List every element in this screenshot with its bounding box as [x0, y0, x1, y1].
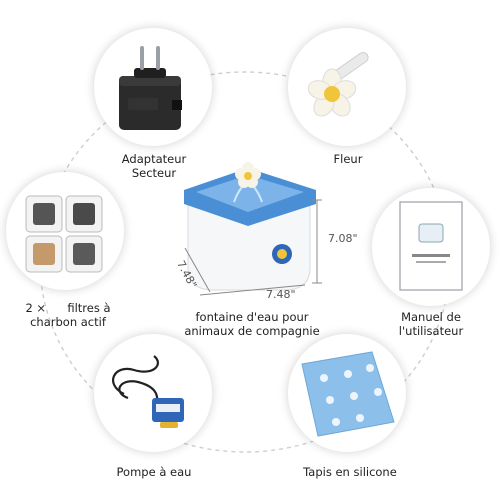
adapter-label-line1: Adaptateur	[121, 152, 187, 166]
mat-circle	[288, 334, 406, 452]
carbon-filter-icon	[25, 195, 103, 273]
pump-label-text: Pompe à eau	[116, 465, 192, 479]
water-pump-icon	[112, 355, 184, 428]
pet-fountain-icon	[184, 162, 316, 291]
filters-label-line2: charbon actif	[30, 315, 106, 329]
fountain-label: fontaine d'eau pour animaux de compagnie	[182, 310, 322, 338]
silicone-mat-icon	[301, 351, 395, 437]
flower-label-text: Fleur	[333, 152, 363, 166]
adapter-circle	[94, 28, 212, 146]
pump-circle	[94, 334, 212, 452]
width-dimension: 7.48"	[266, 288, 296, 301]
height-dimension: 7.08"	[328, 232, 358, 245]
power-adapter-icon	[119, 46, 182, 130]
fountain-label-line1: fontaine d'eau pour	[195, 310, 309, 324]
manual-label-line1: Manuel de	[401, 310, 461, 324]
mat-label-text: Tapis en silicone	[303, 465, 397, 479]
mat-label: Tapis en silicone	[295, 465, 405, 479]
adapter-label: Adaptateur Secteur	[104, 152, 204, 180]
fountain-label-line2: animaux de compagnie	[184, 324, 320, 338]
filters-label-line1-row: 2 × filtres à	[8, 301, 128, 315]
filters-count: 2 ×	[25, 301, 47, 315]
flower-label: Fleur	[298, 152, 398, 166]
pump-label: Pompe à eau	[104, 465, 204, 479]
filters-label-line1: filtres à	[67, 301, 111, 315]
user-manual-icon	[399, 201, 463, 291]
manual-label: Manuel de l'utilisateur	[381, 310, 481, 338]
filters-label: 2 × filtres à charbon actif	[8, 301, 128, 329]
flower-circle	[288, 28, 406, 146]
flower-icon	[307, 52, 369, 117]
manual-label-line2: l'utilisateur	[398, 324, 464, 338]
manual-circle	[372, 188, 490, 306]
filters-circle	[6, 172, 124, 290]
adapter-label-line2: Secteur	[131, 166, 177, 180]
